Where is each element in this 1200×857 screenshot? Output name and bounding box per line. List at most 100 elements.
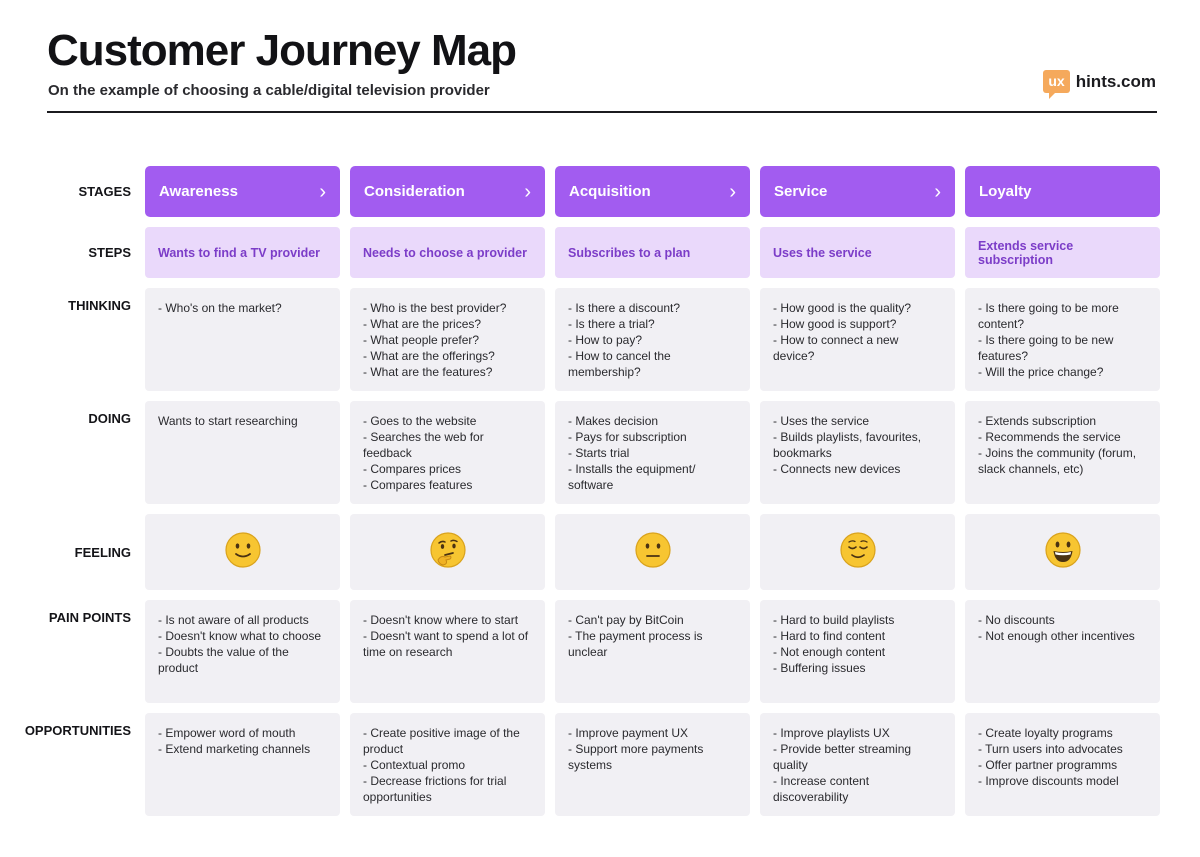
thinking-list: - Who is the best provider? - What are th… bbox=[363, 300, 533, 380]
list-item: - Hard to build playlists bbox=[773, 613, 895, 627]
opportunities-list: - Empower word of mouth- Extend marketin… bbox=[158, 725, 328, 757]
feeling-cell-service bbox=[760, 514, 955, 590]
thinking-cell-loyalty: - Is there going to be more content?- Is… bbox=[965, 288, 1160, 391]
list-item: - How to cancel the membership? bbox=[568, 349, 671, 379]
slightly-smiling-face-icon bbox=[224, 531, 262, 574]
stage-label: Loyalty bbox=[979, 183, 1032, 200]
list-item: - No discounts bbox=[978, 613, 1055, 627]
stage-awareness[interactable]: Awareness › bbox=[145, 166, 340, 217]
opportunities-cell-loyalty: - Create loyalty programs - Turn users in… bbox=[965, 713, 1160, 816]
opportunities-list: - Create positive image of the product - … bbox=[363, 725, 533, 805]
thinking-list: - Who's on the market? bbox=[158, 300, 328, 316]
step-awareness: Wants to find a TV provider bbox=[145, 227, 340, 278]
list-item: - How good is the quality? bbox=[773, 301, 912, 315]
step-label: Extends service subscription bbox=[978, 238, 1074, 267]
list-item: - Improve payment UX bbox=[568, 726, 689, 740]
thinking-cell-acquisition: - Is there a discount? - Is there a trial… bbox=[555, 288, 750, 391]
list-item: - Doesn't know what to choose bbox=[158, 629, 322, 643]
pain-points-list: - No discounts- Not enough other incenti… bbox=[978, 612, 1148, 644]
list-item: - Buffering issues bbox=[773, 661, 866, 675]
logo-badge: ux bbox=[1043, 70, 1070, 99]
row-label-opportunities: OPPORTUNITIES bbox=[24, 723, 131, 738]
list-item: - Increase content discoverability bbox=[773, 774, 870, 804]
list-item: - Starts trial bbox=[568, 446, 630, 460]
list-item: - Is there a trial? bbox=[568, 317, 655, 331]
list-item: - Is there going to be more content? bbox=[978, 301, 1119, 331]
feeling-cell-consideration bbox=[350, 514, 545, 590]
stage-acquisition[interactable]: Acquisition› bbox=[555, 166, 750, 217]
doing-cell-acquisition: - Makes decision - Pays for subscription -… bbox=[555, 401, 750, 504]
opportunities-cell-awareness: - Empower word of mouth- Extend marketin… bbox=[145, 713, 340, 816]
list-item: - Provide better streaming quality bbox=[773, 742, 912, 772]
list-item: - Installs the equipment/ software bbox=[568, 462, 696, 492]
uxhints-logo[interactable]: ux hints.com bbox=[1043, 70, 1156, 99]
list-item: - Create loyalty programs bbox=[978, 726, 1113, 740]
list-item: - What are the features? bbox=[363, 365, 493, 379]
list-item: - Is there going to be new features? bbox=[978, 333, 1114, 363]
pain-points-list: - Can't pay by BitCoin - The payment proc… bbox=[568, 612, 738, 660]
feeling-cell-loyalty bbox=[965, 514, 1160, 590]
chevron-right-icon: › bbox=[524, 180, 531, 203]
grinning-face-icon bbox=[1044, 531, 1082, 574]
doing-cell-loyalty: - Extends subscription- Recommends the s… bbox=[965, 401, 1160, 504]
list-item: - Not enough content bbox=[773, 645, 886, 659]
list-item: - Who is the best provider? bbox=[363, 301, 507, 315]
stage-loyalty[interactable]: Loyalty bbox=[965, 166, 1160, 217]
list-item: Wants to start researching bbox=[158, 414, 298, 428]
list-item: - Is there a discount? bbox=[568, 301, 681, 315]
pain-points-cell-awareness: - Is not aware of all products - Doesn't … bbox=[145, 600, 340, 703]
list-item: - Can't pay by BitCoin bbox=[568, 613, 684, 627]
pain-points-cell-loyalty: - No discounts- Not enough other incenti… bbox=[965, 600, 1160, 703]
list-item: - Compares prices bbox=[363, 462, 462, 476]
pain-points-list: - Doesn't know where to start - Doesn't w… bbox=[363, 612, 533, 660]
stage-consideration[interactable]: Consideration › bbox=[350, 166, 545, 217]
pain-points-cell-service: - Hard to build playlists- Hard to find … bbox=[760, 600, 955, 703]
step-consideration: Needs to choose a provider bbox=[350, 227, 545, 278]
list-item: - Doesn't know where to start bbox=[363, 613, 519, 627]
step-acquisition: Subscribes to a plan bbox=[555, 227, 750, 278]
step-label: Uses the service bbox=[773, 245, 872, 260]
opportunities-cell-consideration: - Create positive image of the product - … bbox=[350, 713, 545, 816]
list-item: - Connects new devices bbox=[773, 462, 901, 476]
list-item: - Empower word of mouth bbox=[158, 726, 296, 740]
thinking-list: - How good is the quality?- How good is … bbox=[773, 300, 943, 364]
list-item: - Doesn't want to spend a lot of time on… bbox=[363, 629, 529, 659]
step-service: Uses the service bbox=[760, 227, 955, 278]
stage-label: Awareness bbox=[159, 183, 238, 200]
chevron-right-icon: › bbox=[319, 180, 326, 203]
list-item: - Is not aware of all products bbox=[158, 613, 309, 627]
step-label: Subscribes to a plan bbox=[568, 245, 691, 260]
list-item: - Uses the service bbox=[773, 414, 870, 428]
list-item: - Searches the web for feedback bbox=[363, 430, 484, 460]
thinking-cell-awareness: - Who's on the market? bbox=[145, 288, 340, 391]
list-item: - Contextual promo bbox=[363, 758, 466, 772]
list-item: - The payment process is unclear bbox=[568, 629, 703, 659]
list-item: - What are the offerings? bbox=[363, 349, 495, 363]
stage-service[interactable]: Service› bbox=[760, 166, 955, 217]
opportunities-list: - Improve payment UX- Support more payme… bbox=[568, 725, 738, 773]
opportunities-list: - Create loyalty programs - Turn users in… bbox=[978, 725, 1148, 789]
list-item: - How to connect a new device? bbox=[773, 333, 899, 363]
list-item: - Makes decision bbox=[568, 414, 659, 428]
feeling-cell-awareness bbox=[145, 514, 340, 590]
list-item: - Turn users into advocates bbox=[978, 742, 1123, 756]
thinking-list: - Is there a discount? - Is there a trial… bbox=[568, 300, 738, 380]
list-item: - Pays for subscription bbox=[568, 430, 687, 444]
list-item: - Create positive image of the product bbox=[363, 726, 520, 756]
list-item: - Compares features bbox=[363, 478, 473, 492]
header-divider bbox=[47, 111, 1157, 113]
row-label-feeling: FEELING bbox=[74, 544, 131, 560]
thinking-list: - Is there going to be more content?- Is… bbox=[978, 300, 1148, 380]
list-item: - Builds playlists, favourites, bookmark… bbox=[773, 430, 922, 460]
doing-list: - Goes to the website - Searches the web … bbox=[363, 413, 533, 493]
pain-points-cell-acquisition: - Can't pay by BitCoin - The payment proc… bbox=[555, 600, 750, 703]
stage-label: Consideration bbox=[364, 183, 465, 200]
doing-list: - Extends subscription- Recommends the s… bbox=[978, 413, 1148, 477]
doing-cell-consideration: - Goes to the website - Searches the web … bbox=[350, 401, 545, 504]
row-label-doing: DOING bbox=[88, 411, 131, 426]
step-loyalty: Extends service subscription bbox=[965, 227, 1160, 278]
opportunities-list: - Improve playlists UX- Provide better s… bbox=[773, 725, 943, 805]
list-item: - Who's on the market? bbox=[158, 301, 282, 315]
list-item: - Doubts the value of the product bbox=[158, 645, 289, 675]
list-item: - Goes to the website bbox=[363, 414, 477, 428]
